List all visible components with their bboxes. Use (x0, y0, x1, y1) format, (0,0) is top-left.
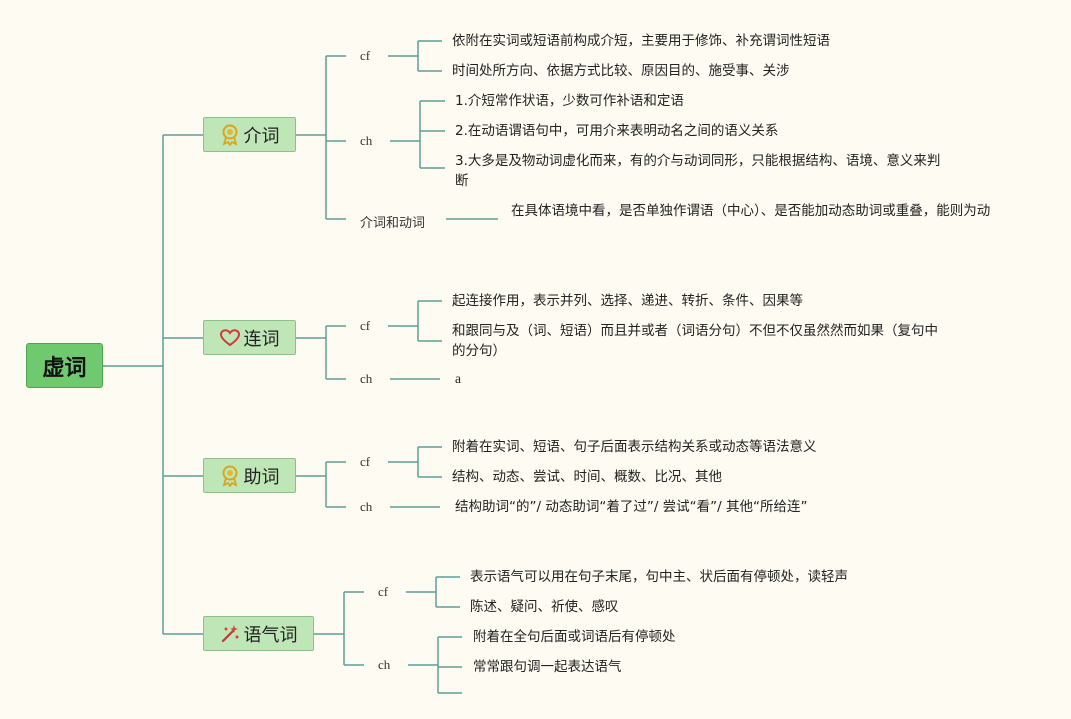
branch-label: 助词 (243, 466, 280, 488)
branch-label: 介词 (243, 125, 280, 147)
branch-modal-particle[interactable]: 语气词 (203, 616, 314, 651)
branch-conjunction[interactable]: 连词 (203, 320, 296, 355)
sub-label: cf (360, 454, 371, 469)
leaf-text: 常常跟句调一起表达语气 (473, 659, 622, 675)
leaf-text: 表示语气可以用在句子末尾，句中主、状后面有停顿处，读轻声 (470, 569, 848, 585)
sub-label: 介词和动词 (360, 216, 426, 231)
sub-label: cf (360, 318, 371, 333)
branch-label: 语气词 (243, 624, 298, 646)
leaf-text: 陈述、疑问、祈使、感叹 (470, 599, 619, 615)
sparkle-icon (221, 624, 238, 642)
sub-label: ch (378, 657, 391, 672)
sub-label: ch (360, 371, 373, 386)
leaf-text: 结构、动态、尝试、时间、概数、比况、其他 (452, 469, 722, 485)
branch-preposition[interactable]: 介词 (203, 117, 296, 152)
leaf-text: 依附在实词或短语前构成介短，主要用于修饰、补充谓词性短语 (452, 33, 830, 49)
leaf-text: a (455, 371, 461, 386)
leaf-text: 时间处所方向、依据方式比较、原因目的、施受事、关涉 (452, 63, 790, 79)
sub-label: cf (360, 48, 371, 63)
award-icon (222, 465, 237, 487)
sub-label: ch (360, 133, 373, 148)
branch-label: 连词 (243, 328, 280, 350)
leaf-text: 附着在全句后面或词语后有停顿处 (473, 629, 676, 645)
leaf-text: 结构助词“的”/ 动态助词“着了过”/ 尝试“看”/ 其他“所给连” (455, 499, 808, 515)
sub-label: ch (360, 499, 373, 514)
leaf-text: 3.大多是及物动词虚化而来，有的介与动词同形，只能根据结构、语境、意义来判断 (455, 153, 941, 189)
root-node[interactable]: 虚词 (26, 343, 103, 388)
leaf-text: 起连接作用，表示并列、选择、递进、转折、条件、因果等 (452, 293, 803, 309)
heart-icon (219, 328, 240, 346)
leaf-text: 2.在动语谓语句中，可用介来表明动名之间的语义关系 (455, 123, 779, 139)
leaf-text: 和跟同与及（词、短语）而且并或者（词语分句）不但不仅虽然然而如果（复句中的分句） (452, 323, 938, 359)
leaf-text: 在具体语境中看，是否单独作谓语（中心）、是否能加动态助词或重叠，能则为动 (511, 203, 991, 219)
award-icon (222, 124, 237, 146)
branch-particle[interactable]: 助词 (203, 458, 296, 493)
sub-label: cf (378, 584, 389, 599)
leaf-text: 附着在实词、短语、句子后面表示结构关系或动态等语法意义 (452, 439, 817, 455)
leaf-text: 1.介短常作状语，少数可作补语和定语 (455, 93, 684, 109)
